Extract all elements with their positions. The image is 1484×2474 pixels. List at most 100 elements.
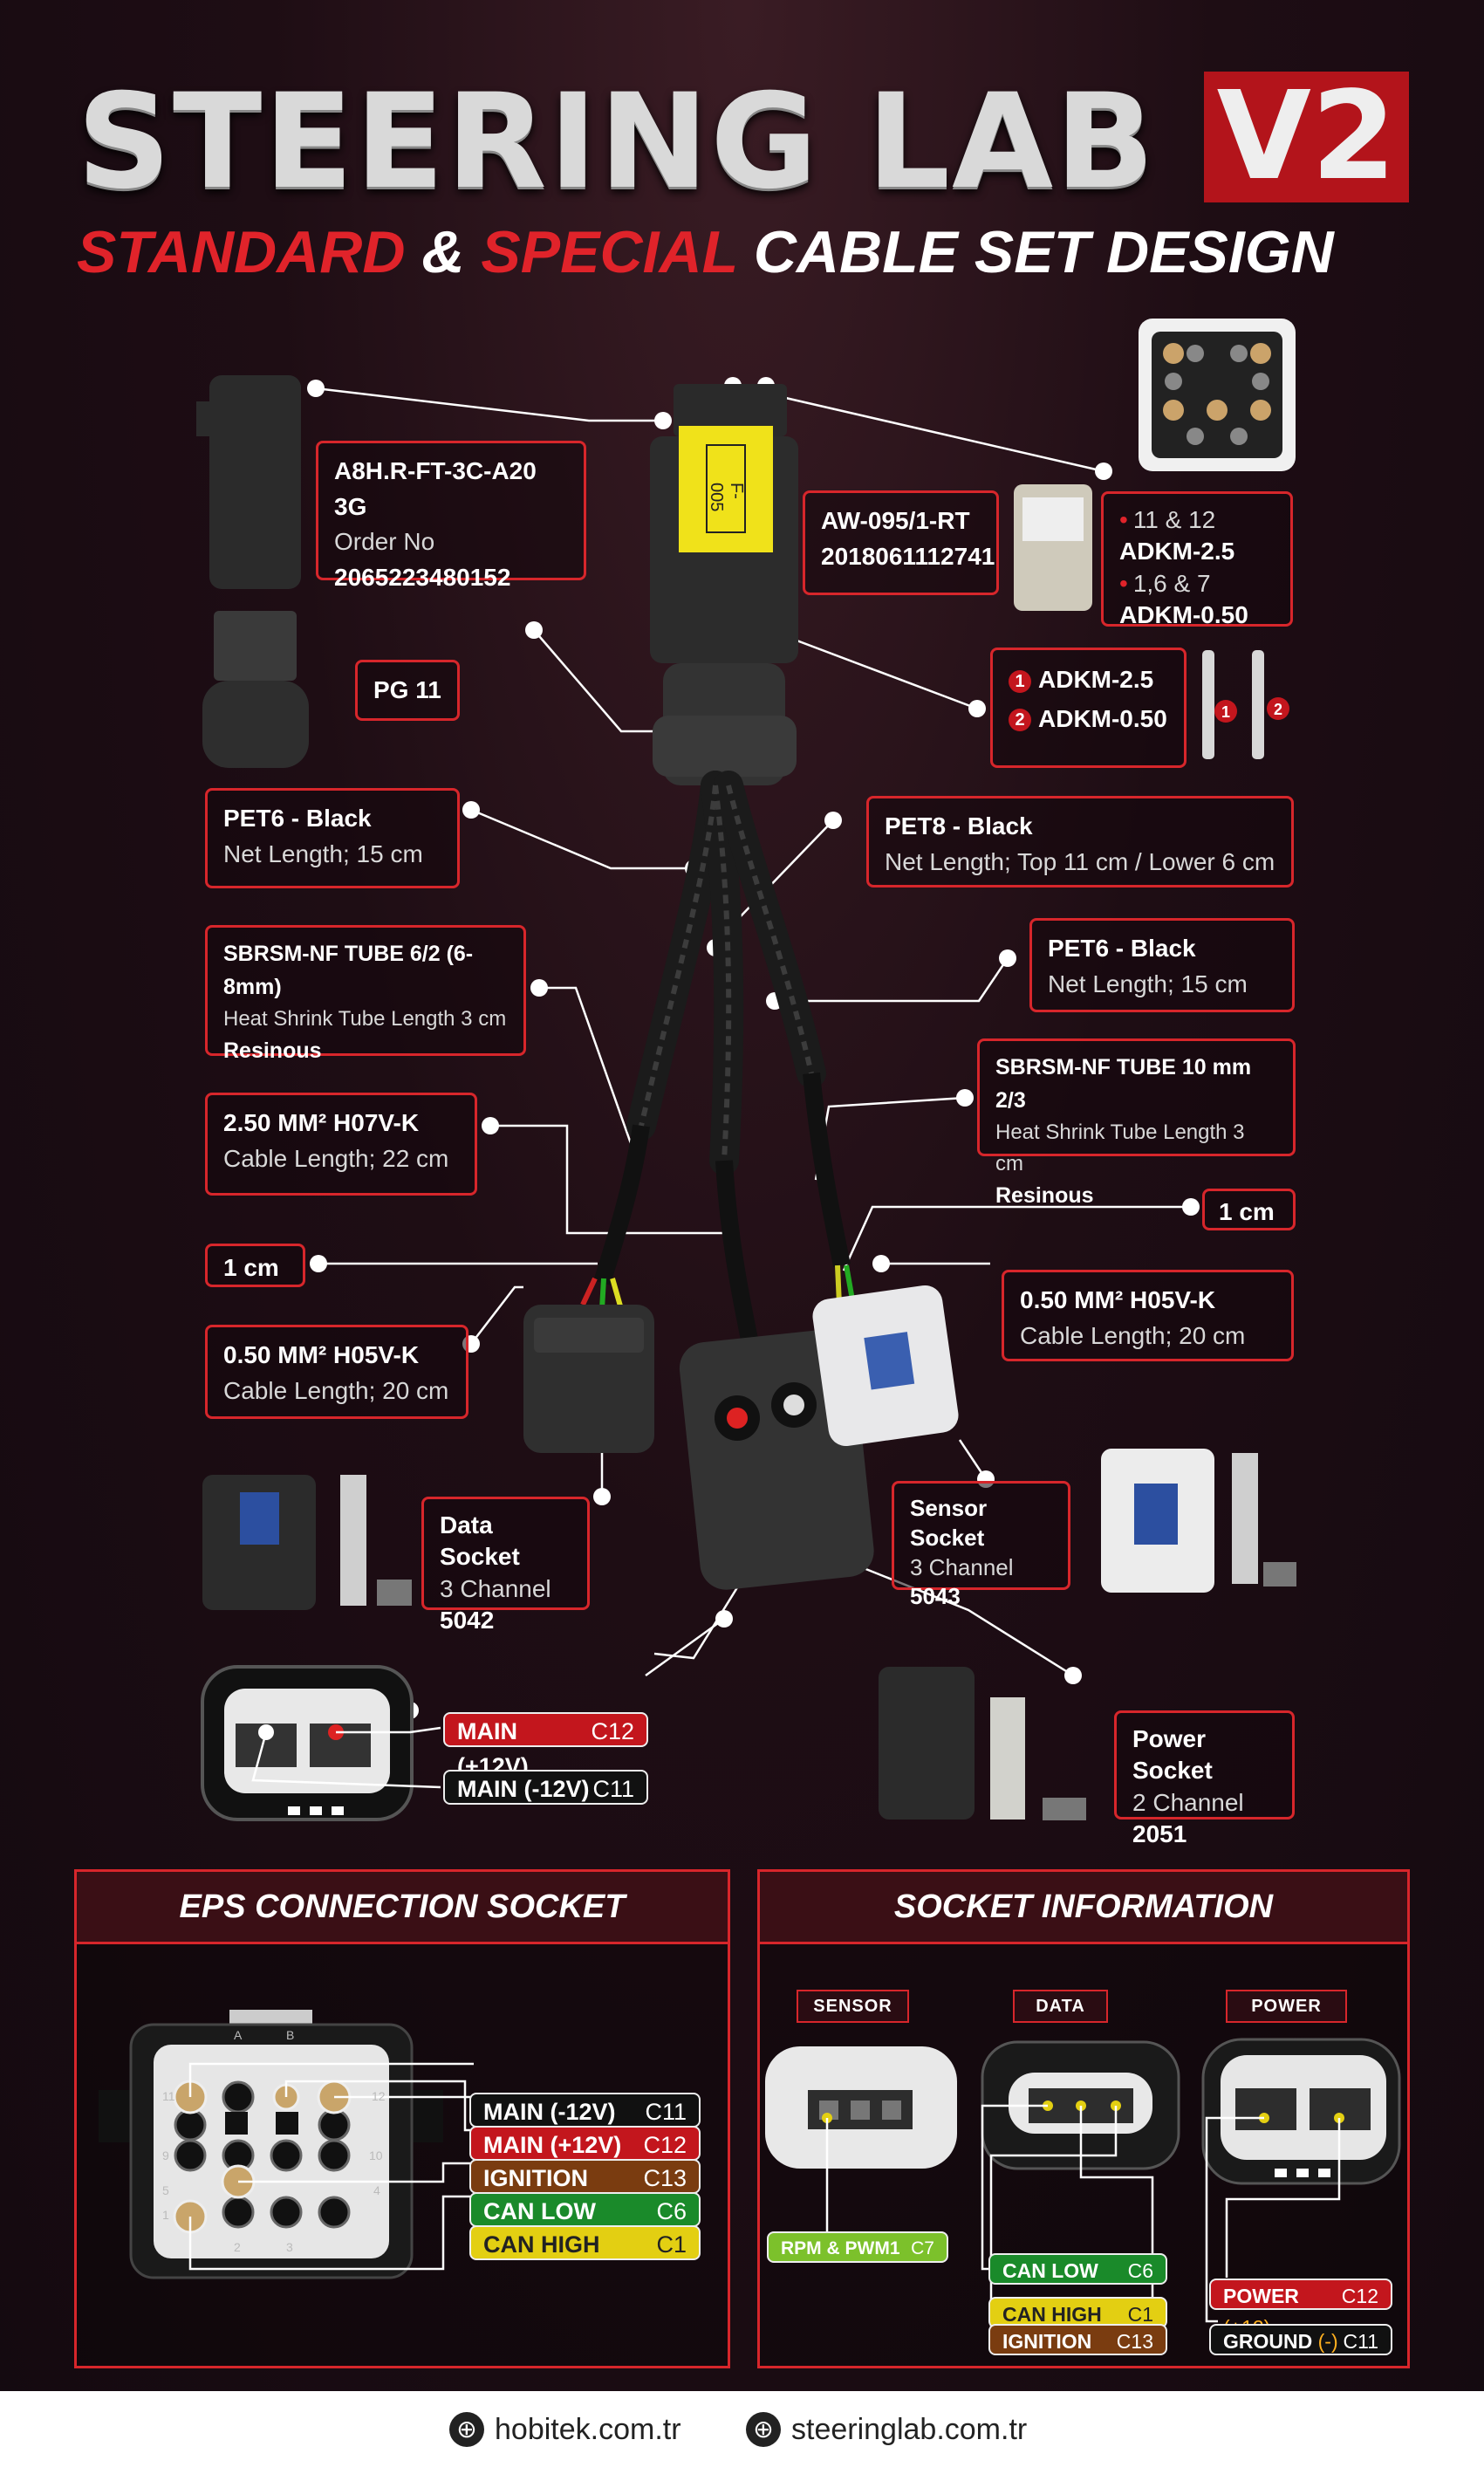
- svg-text:2: 2: [1274, 701, 1282, 718]
- pins-b-type1: ADKM-2.5: [1038, 666, 1154, 693]
- power-pin-ground-code: C11: [1343, 2330, 1379, 2353]
- subtitle-standard: STANDARD: [77, 219, 406, 285]
- sensor-socket-channels: 3 Channel: [910, 1553, 1014, 1580]
- aw-order-no: 2018061112741: [821, 542, 995, 570]
- power-pill-main-pos: MAIN (+12V) C12: [443, 1712, 648, 1779]
- power-pin-ground: GROUND (-) C11: [1209, 2324, 1392, 2355]
- data-socket-channels: 3 Channel: [440, 1574, 551, 1602]
- eps-pin-num-9: 9: [162, 2148, 169, 2162]
- eps-pin-can-low: CAN LOW C6: [469, 2192, 701, 2227]
- sbrsm-right-title: SBRSM-NF TUBE 10 mm 2/3: [995, 1055, 1252, 1113]
- footer-link-steeringlab[interactable]: ⊕ steeringlab.com.tr: [746, 2412, 1027, 2447]
- sbrsm-right-callout: SBRSM-NF TUBE 10 mm 2/3 Heat Shrink Tube…: [977, 1038, 1296, 1208]
- eps-pin-can-high: CAN HIGH C1: [469, 2225, 701, 2260]
- power-socket-callout: Power Socket 2 Channel 2051: [1114, 1710, 1295, 1847]
- pins-a-type1: ADKM-2.5: [1119, 538, 1235, 565]
- data-pin-ignition-label: IGNITION: [1002, 2330, 1092, 2353]
- data-pin-can-low-code: C6: [1127, 2259, 1153, 2282]
- tag-sensor: SENSOR: [797, 1990, 909, 2023]
- eps-pin-ignition: IGNITION C13: [469, 2159, 701, 2194]
- pet8-callout: PET8 - Black Net Length; Top 11 cm / Low…: [866, 796, 1294, 887]
- eps-panel-title: EPS CONNECTION SOCKET: [77, 1872, 728, 1944]
- globe-icon: ⊕: [746, 2412, 781, 2447]
- version-badge: V2: [1204, 72, 1409, 202]
- footer-link-hobitek-text[interactable]: hobitek.com.tr: [495, 2412, 681, 2446]
- pet6-right-callout: PET6 - Black Net Length; 15 cm: [1029, 918, 1295, 1012]
- eps-pin-num-10: 10: [369, 2148, 383, 2162]
- pet8-length: Net Length; Top 11 cm / Lower 6 cm: [885, 847, 1275, 875]
- power-socket-channels: 2 Channel: [1132, 1788, 1244, 1816]
- power-pill-main-pos-label: MAIN (+12V): [457, 1718, 529, 1779]
- pins-a-group1: 11 & 12: [1132, 506, 1216, 533]
- power-socket-photo-icon: [879, 1667, 1086, 1820]
- cable-050-left-spec: 0.50 MM² H05V-K: [223, 1341, 420, 1368]
- data-socket-title: Data Socket: [440, 1511, 520, 1571]
- pet6-right-title: PET6 - Black: [1048, 935, 1196, 962]
- sensor-socket-photo-icon: [1101, 1449, 1296, 1593]
- eps-pin-num-2: 2: [234, 2240, 241, 2254]
- one-cm-right-label: 1 cm: [1219, 1198, 1275, 1225]
- data-pin-can-high-code: C1: [1127, 2303, 1153, 2326]
- page-subtitle: STANDARD & SPECIAL CABLE SET DESIGN: [77, 223, 1334, 282]
- eps-pin-letter-b: B: [286, 2028, 294, 2042]
- power-pill-main-neg: MAIN (-12V) C11: [443, 1770, 648, 1805]
- cable-gland-icon: [202, 611, 309, 768]
- eps-connection-panel: EPS CONNECTION SOCKET A B: [74, 1869, 730, 2368]
- eps-socket-diagram: A B 11 12 9 10 5 4 1 2 3: [99, 2010, 474, 2279]
- power-socket-title: Power Socket: [1132, 1725, 1213, 1785]
- svg-text:1: 1: [1221, 703, 1230, 721]
- power-pill-main-neg-label: MAIN (-12V): [457, 1776, 590, 1802]
- aw-part-no: AW-095/1-RT: [821, 507, 970, 534]
- power-socket-code: 2051: [1132, 1820, 1187, 1848]
- subtitle-special: SPECIAL: [481, 219, 737, 285]
- pet8-title: PET8 - Black: [885, 812, 1033, 840]
- cable-050-left-length: Cable Length; 20 cm: [223, 1376, 449, 1404]
- brand-title: STEERING LAB .: [77, 66, 1255, 218]
- footer-link-steeringlab-text[interactable]: steeringlab.com.tr: [791, 2412, 1028, 2446]
- sbrsm-right-length: Heat Shrink Tube Length 3 cm: [995, 1120, 1245, 1175]
- cable-050-left-callout: 0.50 MM² H05V-K Cable Length; 20 cm: [205, 1325, 468, 1419]
- housing-order-label: Order No: [334, 528, 435, 556]
- data-pin-can-low-label: CAN LOW: [1002, 2259, 1098, 2282]
- eps-pin-num-3: 3: [286, 2240, 293, 2254]
- housing-order-no: 2065223480152: [334, 563, 511, 591]
- data-pin-ignition-code: C13: [1116, 2330, 1153, 2353]
- eps-pin-main-pos-label: MAIN (+12V): [483, 2132, 622, 2158]
- eps-pin-ignition-label: IGNITION: [483, 2165, 588, 2191]
- power-pin-positive-code: C12: [1341, 2285, 1378, 2307]
- sensor-socket-code: 5043: [910, 1583, 961, 1610]
- eps-front-socket-icon: [201, 1665, 414, 1821]
- eps-pin-main-neg: MAIN (-12V) C11: [469, 2093, 701, 2128]
- pin-badge-2: 2: [1009, 709, 1031, 732]
- eps-pin-num-4: 4: [373, 2183, 380, 2197]
- housing-part-no: A8H.R-FT-3C-A20 3G: [334, 457, 537, 520]
- cable-050-right-callout: 0.50 MM² H05V-K Cable Length; 20 cm: [1002, 1270, 1294, 1361]
- pet6-left-length: Net Length; 15 cm: [223, 840, 423, 867]
- data-socket-callout: Data Socket 3 Channel 5042: [421, 1497, 590, 1634]
- eps-pin-letter-a: A: [234, 2028, 243, 2042]
- pins-b-type2: ADKM-0.50: [1038, 704, 1167, 732]
- power-pin-ground-label: GROUND: [1223, 2330, 1313, 2353]
- sensor-socket-icon: [812, 1285, 959, 1447]
- subtitle-amp: &: [421, 219, 465, 285]
- data-socket-code: 5042: [440, 1607, 495, 1634]
- eps-pin-main-pos: MAIN (+12V) C12: [469, 2126, 701, 2161]
- footer-link-hobitek[interactable]: ⊕ hobitek.com.tr: [449, 2412, 681, 2447]
- power-pin-ground-sub: (-): [1317, 2330, 1338, 2353]
- eps-pin-num-1: 1: [162, 2208, 169, 2222]
- sensor-socket-callout: Sensor Socket 3 Channel 5043: [892, 1481, 1070, 1609]
- socket-panel-title: SOCKET INFORMATION: [760, 1872, 1407, 1944]
- footer: ⊕ hobitek.com.tr ⊕ steeringlab.com.tr: [0, 2391, 1484, 2474]
- sensor-pin-rpm-label: RPM & PWM1: [781, 2238, 900, 2258]
- gland-label: PG 11: [373, 676, 441, 703]
- data-socket-icon: [523, 1305, 654, 1453]
- housing-hood-icon: [196, 375, 301, 589]
- sbrsm-left-length: Heat Shrink Tube Length 3 cm: [223, 1007, 507, 1031]
- socket-info-diagram: [765, 2038, 1401, 2327]
- cable-250-spec: 2.50 MM² H07V-K: [223, 1109, 420, 1136]
- pins-a-callout: •11 & 12 ADKM-2.5 •1,6 & 7 ADKM-0.50: [1101, 491, 1293, 628]
- data-pin-can-low: CAN LOW C6: [988, 2253, 1167, 2285]
- data-pin-can-high-label: CAN HIGH: [1002, 2303, 1102, 2326]
- cable-250-length: Cable Length; 22 cm: [223, 1144, 449, 1172]
